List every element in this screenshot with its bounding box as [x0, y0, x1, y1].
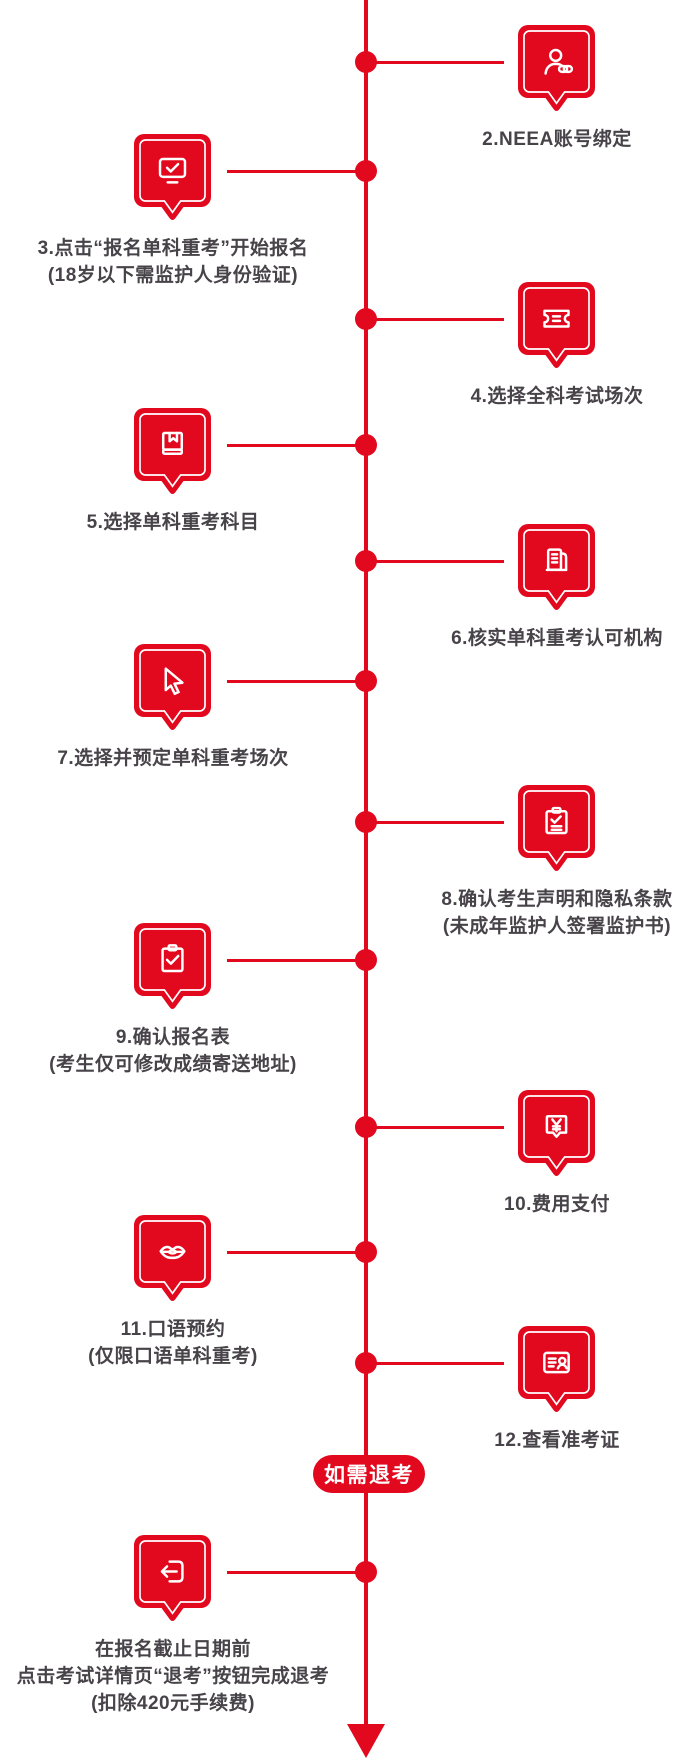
news-icon [518, 524, 595, 610]
timeline-connector [227, 1250, 366, 1254]
step-caption-line: 12.查看准考证 [494, 1430, 620, 1451]
timeline-node [355, 811, 377, 833]
step-caption-line: 在报名截止日期前 [94, 1639, 251, 1660]
step-caption-line: 9.确认报名表 [115, 1027, 231, 1048]
timeline-connector [368, 559, 504, 563]
step-caption-line: (18岁以下需监护人身份验证) [47, 265, 299, 286]
cursor-icon [134, 644, 211, 730]
step-icon-bubble [518, 1326, 595, 1415]
timeline-node [355, 550, 377, 572]
step-caption-line: 10.费用支付 [504, 1194, 610, 1215]
timeline-connector [227, 443, 366, 447]
step-caption-line: 3.点击“报名单科重考”开始报名 [37, 238, 309, 259]
step-caption: 5.选择单科重考科目 [0, 509, 353, 536]
step-caption-line: (考生仅可修改成绩寄送地址) [49, 1054, 297, 1075]
logout-icon [134, 1535, 211, 1621]
timeline-node [355, 949, 377, 971]
timeline-line [364, 0, 368, 1728]
step-caption-line: (未成年监护人签署监护书) [442, 916, 672, 937]
lips-icon [134, 1215, 211, 1301]
timeline-connector [368, 1125, 504, 1129]
timeline-node [355, 434, 377, 456]
step-caption: 11.口语预约 (仅限口语单科重考) [0, 1316, 353, 1370]
timeline-node [355, 670, 377, 692]
step-icon-bubble [134, 134, 211, 223]
id-card-icon [518, 1326, 595, 1412]
step-icon-bubble [134, 408, 211, 497]
step-icon-bubble [134, 1535, 211, 1624]
timeline-connector [368, 1361, 504, 1365]
step-caption: 7.选择并预定单科重考场次 [0, 745, 353, 772]
step-caption-line: 6.核实单科重考认可机构 [451, 628, 663, 649]
timeline-connector [368, 317, 504, 321]
timeline-connector [227, 679, 366, 683]
step-icon-bubble [518, 785, 595, 874]
withdraw-badge-label: 如需退考 [324, 1464, 414, 1487]
step-caption: 9.确认报名表 (考生仅可修改成绩寄送地址) [0, 1024, 353, 1078]
book-icon [134, 408, 211, 494]
timeline-connector [368, 820, 504, 824]
timeline-node [355, 308, 377, 330]
timeline-node [355, 160, 377, 182]
clipboard-check-icon [134, 923, 211, 1009]
timeline-arrow-icon [347, 1724, 385, 1758]
timeline-node [355, 1352, 377, 1374]
ticket-icon [518, 282, 595, 368]
monitor-check-icon [134, 134, 211, 220]
step-caption: 3.点击“报名单科重考”开始报名 (18岁以下需监护人身份验证) [0, 235, 353, 289]
step-caption-line: 2.NEEA账号绑定 [482, 129, 632, 150]
person-link-icon [518, 25, 595, 111]
timeline-connector [227, 1570, 366, 1574]
timeline-node [355, 1561, 377, 1583]
step-icon-bubble [518, 1090, 595, 1179]
step-caption: 6.核实单科重考认可机构 [377, 625, 700, 652]
step-caption-line: 11.口语预约 [120, 1319, 226, 1340]
step-caption: 12.查看准考证 [377, 1427, 700, 1454]
step-caption: 10.费用支付 [377, 1191, 700, 1218]
step-caption: 2.NEEA账号绑定 [377, 126, 700, 153]
clipboard-list-icon [518, 785, 595, 871]
step-icon-bubble [518, 282, 595, 371]
step-caption-line: 7.选择并预定单科重考场次 [57, 748, 289, 769]
timeline-node [355, 1116, 377, 1138]
step-icon-bubble [134, 923, 211, 1012]
withdraw-badge: 如需退考 [313, 1455, 425, 1493]
timeline-node [355, 1241, 377, 1263]
step-icon-bubble [518, 524, 595, 613]
step-icon-bubble [134, 1215, 211, 1304]
yen-icon [518, 1090, 595, 1176]
step-caption-line: 4.选择全科考试场次 [470, 386, 644, 407]
step-caption-line: 点击考试详情页“退考”按钮完成退考 [16, 1666, 330, 1687]
step-icon-bubble [134, 644, 211, 733]
step-caption: 在报名截止日期前点击考试详情页“退考”按钮完成退考 (扣除420元手续费) [0, 1636, 353, 1717]
timeline-connector [368, 60, 504, 64]
step-caption-line: (扣除420元手续费) [91, 1693, 255, 1714]
step-caption-line: (仅限口语单科重考) [88, 1346, 258, 1367]
timeline-connector [227, 169, 366, 173]
step-caption: 4.选择全科考试场次 [377, 383, 700, 410]
step-caption: 8.确认考生声明和隐私条款 (未成年监护人签署监护书) [377, 886, 700, 940]
step-caption-line: 5.选择单科重考科目 [86, 512, 260, 533]
step-caption-line: 8.确认考生声明和隐私条款 [441, 889, 673, 910]
timeline-node [355, 51, 377, 73]
timeline-connector [227, 958, 366, 962]
step-icon-bubble [518, 25, 595, 114]
